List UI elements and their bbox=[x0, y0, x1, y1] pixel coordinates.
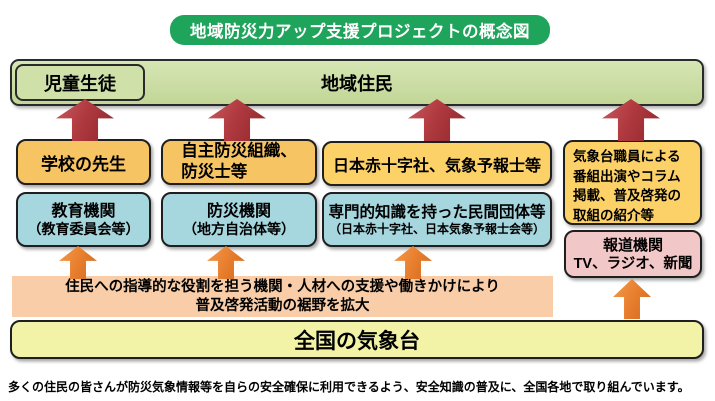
students-box: 児童生徒 bbox=[15, 64, 145, 101]
diagram-title-label: 地域防災力アップ支援プロジェクトの概念図 bbox=[190, 23, 530, 41]
mediator-volunteer-lines: 自主防災組織、 防災士等 bbox=[181, 141, 297, 183]
mediator-teachers-label: 学校の先生 bbox=[41, 154, 126, 174]
support-band-line2: 普及啓発活動の裾野を拡大 bbox=[195, 297, 370, 314]
mediator-jma-staff-label: 気象台職員による番組出演やコラム掲載、普及啓発の取組の紹介等 bbox=[573, 149, 681, 223]
mediator-box-redcross: 日本赤十字社、気象予報士等 bbox=[322, 141, 552, 186]
students-label: 児童生徒 bbox=[44, 73, 116, 94]
orange-up-arrow-1 bbox=[59, 246, 97, 279]
residents-label: 地域住民 bbox=[321, 73, 393, 94]
media-box: 報道機関 TV、ラジオ、新聞 bbox=[564, 230, 702, 278]
bottom-caption: 多くの住民の皆さんが防災気象情報等を自らの安全確保に利用できるよう、安全知識の普… bbox=[8, 380, 690, 394]
mediator-box-jma-staff: 気象台職員による番組出演やコラム掲載、普及啓発の取組の紹介等 bbox=[563, 140, 702, 225]
org-box-private-groups: 専門的知識を持った民間団体等 （日本赤十字社、日本気象予報士会等） bbox=[322, 192, 552, 247]
mediator-box-teachers: 学校の先生 bbox=[16, 139, 151, 185]
orange-up-arrow-media bbox=[613, 279, 651, 319]
base-box-label: 全国の気象台 bbox=[294, 329, 420, 353]
support-band-line1: 住民への指導的な役割を担う機関・人材への支援や働きかけにより bbox=[65, 278, 500, 295]
org-box-education: 教育機関 （教育委員会等） bbox=[16, 192, 151, 247]
orange-up-arrow-2 bbox=[207, 246, 245, 279]
mediator-volunteer-line1: 自主防災組織、 bbox=[181, 142, 297, 160]
org-disaster-name: 防災機関 bbox=[206, 202, 271, 220]
mediator-volunteer-line2: 防災士等 bbox=[181, 163, 248, 181]
org-private-name: 専門的知識を持った民間団体等 bbox=[328, 203, 546, 221]
org-disaster-detail: （地方自治体等） bbox=[183, 220, 295, 237]
base-box-jma-offices: 全国の気象台 bbox=[10, 320, 704, 359]
org-education-name: 教育機関 bbox=[51, 202, 116, 220]
org-education-detail: （教育委員会等） bbox=[27, 220, 140, 237]
org-private-detail: （日本赤十字社、日本気象予報士会等） bbox=[328, 221, 545, 236]
orange-up-arrow-3 bbox=[394, 246, 432, 279]
diagram-title: 地域防災力アップ支援プロジェクトの概念図 bbox=[170, 15, 550, 45]
mediator-box-volunteer-orgs: 自主防災組織、 防災士等 bbox=[161, 139, 317, 185]
media-detail: TV、ラジオ、新聞 bbox=[573, 255, 693, 272]
support-band: 住民への指導的な役割を担う機関・人材への支援や働きかけにより 普及啓発活動の裾野… bbox=[12, 276, 553, 317]
mediator-redcross-label: 日本赤十字社、気象予報士等 bbox=[332, 157, 541, 175]
org-box-disaster-prevention: 防災機関 （地方自治体等） bbox=[161, 192, 317, 247]
media-name: 報道機関 bbox=[602, 236, 663, 254]
